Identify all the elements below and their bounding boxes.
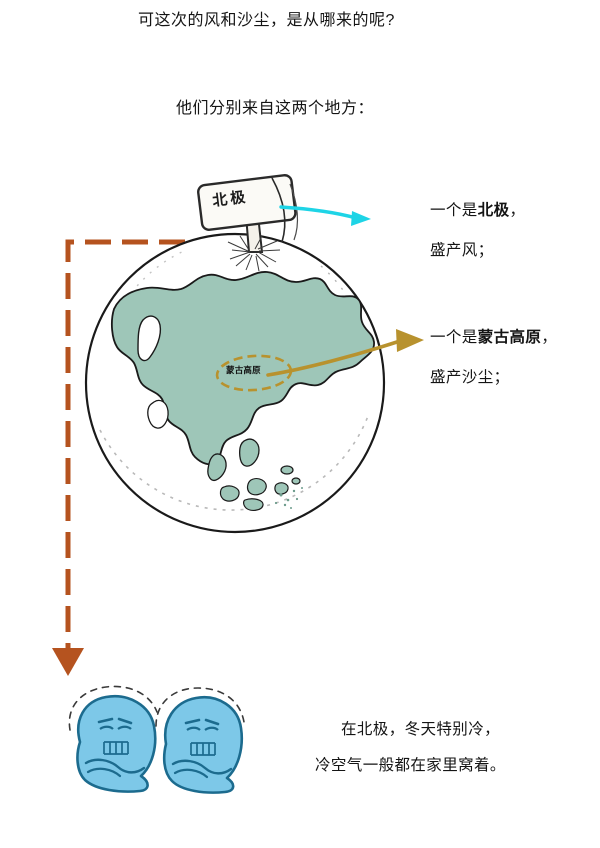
page-title-question: 可这次的风和沙尘，是从哪来的呢? bbox=[138, 12, 395, 29]
island-speckles bbox=[274, 487, 303, 509]
callout-arctic-suffix: ， bbox=[509, 202, 526, 219]
callout-plateau-prefix: 一个是 bbox=[430, 329, 478, 346]
landmass-notch-lower bbox=[147, 399, 169, 429]
dust-arrow-head bbox=[396, 329, 424, 352]
callout-arctic-line1: 一个是北极， bbox=[430, 200, 525, 222]
globe-rim-sketch-right bbox=[320, 265, 367, 339]
callout-plateau-line2: 盛产沙尘； bbox=[430, 369, 510, 386]
callout-arctic-line2: 盛产风； bbox=[430, 242, 494, 259]
impact-cracks bbox=[227, 235, 281, 272]
globe bbox=[84, 232, 386, 534]
route-path bbox=[52, 239, 222, 676]
callout-arctic-emphasis: 北极 bbox=[477, 202, 510, 219]
shiver-marks-right bbox=[155, 687, 245, 727]
callout-plateau-emphasis: 蒙古高原 bbox=[477, 329, 542, 346]
wind-arrow bbox=[279, 205, 371, 226]
signpost-post bbox=[244, 214, 264, 253]
blob-right bbox=[162, 695, 244, 794]
landmass-peninsula bbox=[207, 453, 227, 482]
globe-sphere bbox=[84, 232, 386, 534]
blob-left bbox=[76, 694, 157, 793]
cold-air-characters bbox=[68, 685, 245, 794]
landmass-notch-left bbox=[137, 315, 162, 362]
callout-arctic-prefix: 一个是 bbox=[430, 202, 478, 219]
shiver-marks-left bbox=[68, 685, 158, 731]
signpost-label: 北极 bbox=[211, 187, 250, 210]
route-arrow-head bbox=[52, 648, 84, 676]
region-label-mongolian-plateau: 蒙古高原 bbox=[226, 365, 261, 375]
globe-rim-sketch bbox=[125, 249, 187, 301]
islands bbox=[219, 465, 301, 511]
lead-in-text: 他们分别来自这两个地方： bbox=[176, 100, 375, 117]
callout-plateau-line1: 一个是蒙古高原， bbox=[430, 327, 557, 349]
signpost-sketch-line bbox=[271, 177, 286, 243]
landmass-indochina bbox=[239, 438, 260, 467]
globe-inner-rim bbox=[99, 415, 369, 511]
callout-plateau-suffix: ， bbox=[541, 329, 558, 346]
caption-line2: 冷空气一般都在家里窝着。 bbox=[315, 757, 506, 774]
caption-line1: 在北极，冬天特别冷， bbox=[341, 721, 501, 738]
signpost-sketch-line-2 bbox=[289, 183, 299, 241]
dust-arrow bbox=[266, 329, 424, 377]
wind-arrow-head bbox=[351, 211, 371, 226]
